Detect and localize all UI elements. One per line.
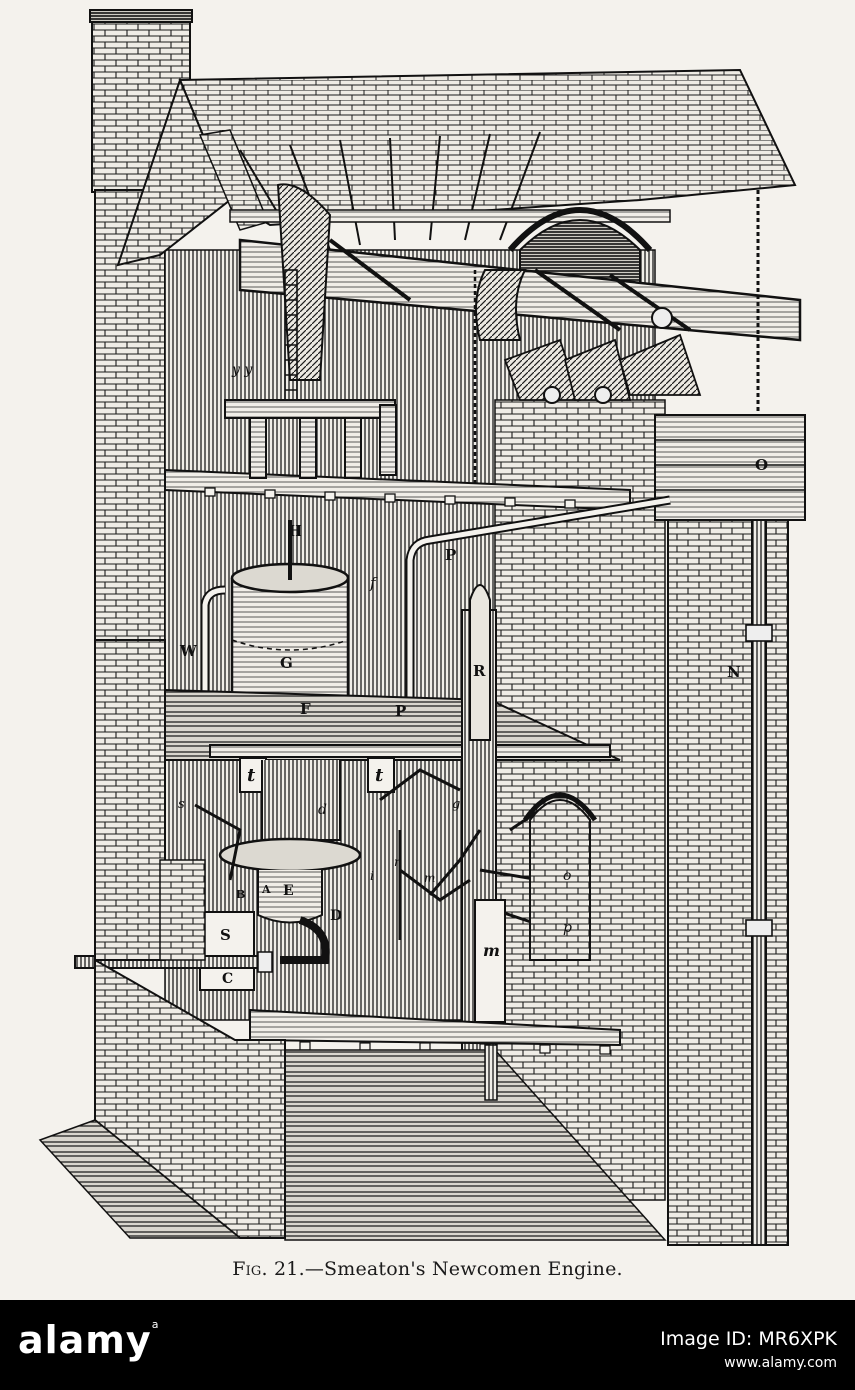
label-c: C — [222, 971, 233, 987]
label-f: F — [300, 700, 311, 718]
label-t-left: t — [247, 765, 256, 786]
label-n: N — [727, 663, 741, 681]
label-yy: y y — [231, 362, 253, 378]
pump-pipe — [751, 519, 767, 1246]
book-page: H W G F P P R N O S C D E A B t t m m f … — [0, 9, 855, 1280]
label-m-gear: m — [424, 871, 435, 885]
label-s: S — [220, 926, 231, 944]
label-s-gear: s — [178, 797, 185, 812]
label-d: D — [330, 908, 342, 924]
block-t-right — [367, 757, 395, 793]
figure-number: Fig. 21. — [232, 1258, 305, 1280]
figure-caption: Fig. 21.—Smeaton's Newcomen Engine. — [0, 1258, 855, 1280]
engine-engraving: H W G F P P R N O S C D E A B t t m m f … — [38, 9, 806, 1246]
lower-platform — [249, 1008, 621, 1047]
label-e: E — [283, 883, 294, 899]
box-s — [199, 911, 255, 959]
watermark-banner: alamya Image ID: MR6XPK www.alamy.com — [0, 1300, 855, 1390]
label-r: R — [473, 662, 486, 680]
label-f-lower: f — [369, 574, 378, 592]
pump-frame-o — [654, 414, 806, 521]
label-g-gear: g — [452, 797, 460, 812]
label-m-box: m — [483, 941, 500, 960]
image-url-text: www.alamy.com — [724, 1355, 837, 1371]
label-g: G — [280, 654, 293, 672]
label-p-upper: P — [445, 546, 456, 564]
label-o: O — [755, 456, 768, 474]
figure-title: —Smeaton's Newcomen Engine. — [304, 1258, 623, 1280]
image-id-text: Image ID: MR6XPK — [660, 1328, 837, 1350]
box-m — [474, 899, 506, 1023]
label-b: B — [236, 888, 245, 901]
label-r-gear: r — [394, 855, 401, 869]
alamy-logo: alamya — [18, 1318, 160, 1362]
label-h: H — [288, 522, 302, 540]
label-a: A — [261, 883, 271, 896]
boiler — [218, 760, 362, 924]
label-i: i — [370, 869, 374, 883]
label-o-gear: o — [563, 868, 571, 884]
label-p-lower: P — [395, 702, 406, 720]
label-w: W — [179, 642, 198, 660]
label-p-gear: p — [563, 920, 572, 936]
label-d-lower: d — [318, 802, 327, 818]
label-t-right: t — [375, 765, 384, 786]
